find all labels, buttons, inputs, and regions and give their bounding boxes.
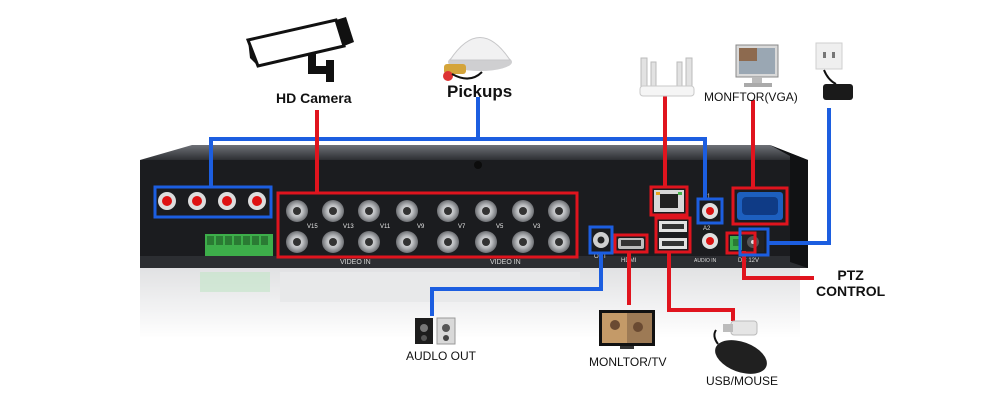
usb-highlight (654, 216, 692, 254)
audio-out-label: AUDLO OUT (406, 349, 477, 363)
channel-labels: V15 V13 V11 V9 V7 V5 V3 (307, 224, 541, 230)
ptz-label-line1: PTZ (837, 267, 864, 283)
ptz-control-label: PTZ CONTROL (816, 267, 885, 299)
video-in-text: VIDEO IN (490, 259, 521, 266)
bnc-connector (396, 200, 418, 222)
power-line (768, 108, 831, 245)
rca-jack (248, 192, 266, 210)
speaker-icon (415, 317, 456, 345)
vga-monitor-icon (735, 44, 779, 87)
a2-text: A2 (703, 226, 711, 232)
channel-label: V9 (417, 224, 425, 230)
video-in-legend: VIDEO IN VIDEO IN (340, 259, 521, 266)
ptz-line (742, 251, 814, 280)
bnc-connector (358, 200, 380, 222)
a1-text: A1 (703, 194, 711, 200)
audio-in-jacks: A1 A2 AUDIO IN (694, 194, 718, 264)
bnc-connector (437, 200, 459, 222)
audio-in-highlight (696, 197, 724, 225)
bnc-connector (322, 231, 344, 253)
rca-jack (158, 192, 176, 210)
cctv-camera-icon (245, 17, 354, 82)
bnc-connector (475, 231, 497, 253)
channel-label: V11 (380, 224, 391, 230)
channel-label: V3 (533, 224, 541, 230)
audio-rca-highlight (153, 185, 273, 219)
hd-camera-label: HD Camera (276, 90, 352, 106)
dvr-reflection (140, 268, 800, 338)
channel-label: V7 (458, 224, 466, 230)
tv-icon (599, 310, 655, 349)
ptz-label-line2: CONTROL (816, 283, 886, 299)
monitor-vga-label: MONFTOR(VGA) (704, 90, 798, 104)
bnc-connector (548, 231, 570, 253)
usb-mouse-label: USB/MOUSE (706, 374, 779, 388)
bnc-connector (437, 231, 459, 253)
dc12v-text: DC 12V (738, 258, 759, 264)
pickups-audio-line (209, 97, 480, 186)
channel-label: V13 (343, 224, 354, 230)
bnc-connector (475, 200, 497, 222)
usb-ports (659, 221, 687, 249)
audio-rca-group (158, 192, 266, 210)
pickup-microphone-icon (443, 37, 512, 81)
bnc-connector (396, 231, 418, 253)
bnc-connector (286, 200, 308, 222)
usb-mouse-line (667, 251, 735, 321)
channel-label: V15 (307, 224, 318, 230)
monitor-tv-label: MONLTOR/TV (589, 355, 667, 369)
bnc-connector (512, 231, 534, 253)
usb-mouse-icon (713, 320, 767, 374)
video-in-highlight (276, 191, 579, 259)
green-terminal-block (205, 234, 273, 256)
channel-label: V5 (496, 224, 504, 230)
pickups-label: Pickups (447, 82, 513, 101)
bnc-video-inputs (286, 200, 570, 253)
audio-out-highlight (588, 225, 614, 255)
connection-lines (209, 96, 831, 321)
power-adapter-icon (815, 42, 853, 100)
bnc-connector (548, 200, 570, 222)
rca-jack (218, 192, 236, 210)
bnc-connector (322, 200, 344, 222)
router-icon (639, 57, 695, 97)
video-in-text: VIDEO IN (340, 259, 371, 266)
audio-out-line (430, 254, 603, 316)
vga-port (737, 192, 783, 220)
highlight-boxes (153, 185, 789, 259)
power-highlight (738, 227, 770, 257)
hdmi-highlight (613, 233, 649, 254)
bnc-connector (286, 231, 308, 253)
bnc-connector (358, 231, 380, 253)
bnc-connector (512, 200, 534, 222)
audio-in-text: AUDIO IN (694, 258, 717, 264)
lan-port (654, 190, 684, 212)
rca-jack (188, 192, 206, 210)
pickups-audio-in-line (478, 137, 707, 200)
lan-highlight (649, 185, 689, 217)
vga-highlight (731, 186, 789, 226)
